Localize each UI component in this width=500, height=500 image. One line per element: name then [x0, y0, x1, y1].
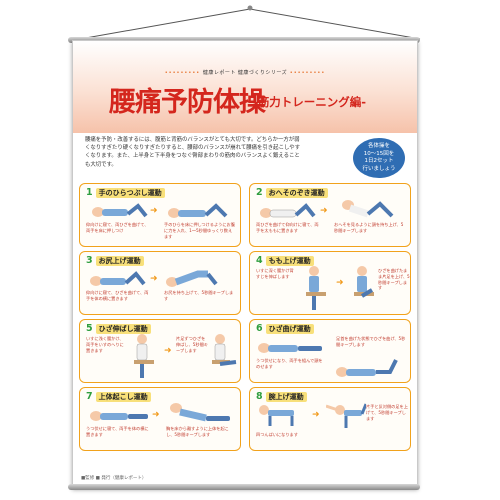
exercise-figure	[166, 400, 236, 424]
exercise-figure	[88, 198, 148, 220]
intro-text: 腰痛を予防・改善するには、腹筋と背筋のバランスがとても大切です。どちらか一方が弱…	[85, 137, 301, 168]
series-label: ••••••••• 健康レポート 健康づくりシリーズ •••••••••	[164, 70, 326, 76]
arrow-right-icon: ➜	[336, 278, 344, 288]
poster: ••••••••• 健康レポート 健康づくりシリーズ ••••••••• 腰痛予…	[72, 40, 418, 488]
header-band	[73, 41, 417, 133]
exercise-note: 両ひざを曲げて仰向けに寝て、両手を太ももに置きます	[256, 222, 319, 233]
exercise-note: 片足ずつひざを伸ばし、5秒間キープします	[176, 336, 208, 353]
exercise-figure	[164, 264, 234, 288]
exercise-figure	[256, 334, 326, 356]
poster-bottom-rod	[68, 484, 420, 490]
page-subtitle: -筋力トレーニング編-	[253, 95, 367, 109]
arrow-right-icon: ➜	[150, 274, 158, 284]
arrow-right-icon: ➜	[320, 206, 328, 216]
exercise-figure	[300, 264, 334, 312]
hanger-wire	[79, 5, 421, 40]
exercise-note: うつ伏せになり、両手を組んで頭をのせます	[256, 358, 323, 369]
exercise-note: 手のひらを床に押しつけるようにお腹に力を入れ、1〜5秒間ゆっくり数えます	[164, 222, 235, 239]
exercise-note: 四つんばいになります	[256, 432, 298, 437]
footer-text: ■監修 ■ 発行（健康レポート）	[81, 476, 147, 481]
exercise-note: いすに深く腰かけ背すじを伸ばします	[256, 268, 294, 279]
exercise-note: 胸を床から離すように上体を起こし、5秒間キープします	[166, 426, 229, 437]
exercise-figure	[326, 400, 366, 430]
arrow-right-icon: ➜	[150, 206, 158, 216]
exercise-figure	[164, 198, 234, 220]
exercise-note: ひざを曲げたまま片足を上げ、5秒間キープします	[378, 268, 410, 291]
exercise-figure	[88, 266, 148, 288]
exercise-note: お尻を持ち上げて、5秒間キープします	[164, 290, 234, 301]
exercise-figure	[128, 332, 162, 380]
exercise-note: 足首を曲げた状態でひざを曲げ、5秒間キープします	[336, 336, 406, 347]
exercise-note: いすに浅く腰かけ、両手をいすのへりに置きます	[86, 336, 124, 353]
exercise-note: 仰向けに寝て、ひざを曲げて、両手を体の横に置きます	[86, 290, 149, 301]
exercise-note: 片手と反対側の足を上げて、5秒間キープします	[366, 404, 408, 421]
exercise-figure	[348, 264, 378, 312]
arrow-right-icon: ➜	[312, 410, 320, 420]
exercise-note: うつ伏せに寝て、両手を体の横に置きます	[86, 426, 149, 437]
exercise-note: 仰向けに寝て、両ひざを曲げて、両手を床に押しつけ	[86, 222, 149, 233]
exercise-figure	[208, 332, 238, 380]
exercise-figure	[258, 198, 318, 220]
arrow-right-icon: ➜	[152, 410, 160, 420]
arrow-right-icon: ➜	[164, 346, 172, 356]
reps-badge: 各体操を 10〜15回を 1日2セット 行いましょう	[353, 138, 405, 178]
exercise-figure	[334, 196, 404, 220]
page-title: 腰痛予防体操	[109, 87, 266, 118]
exercise-figure	[334, 356, 406, 380]
exercise-note: おへそを見るように頭を持ち上げ、5秒間キープします	[334, 222, 404, 233]
exercise-figure	[88, 402, 150, 424]
exercise-figure	[256, 402, 312, 428]
